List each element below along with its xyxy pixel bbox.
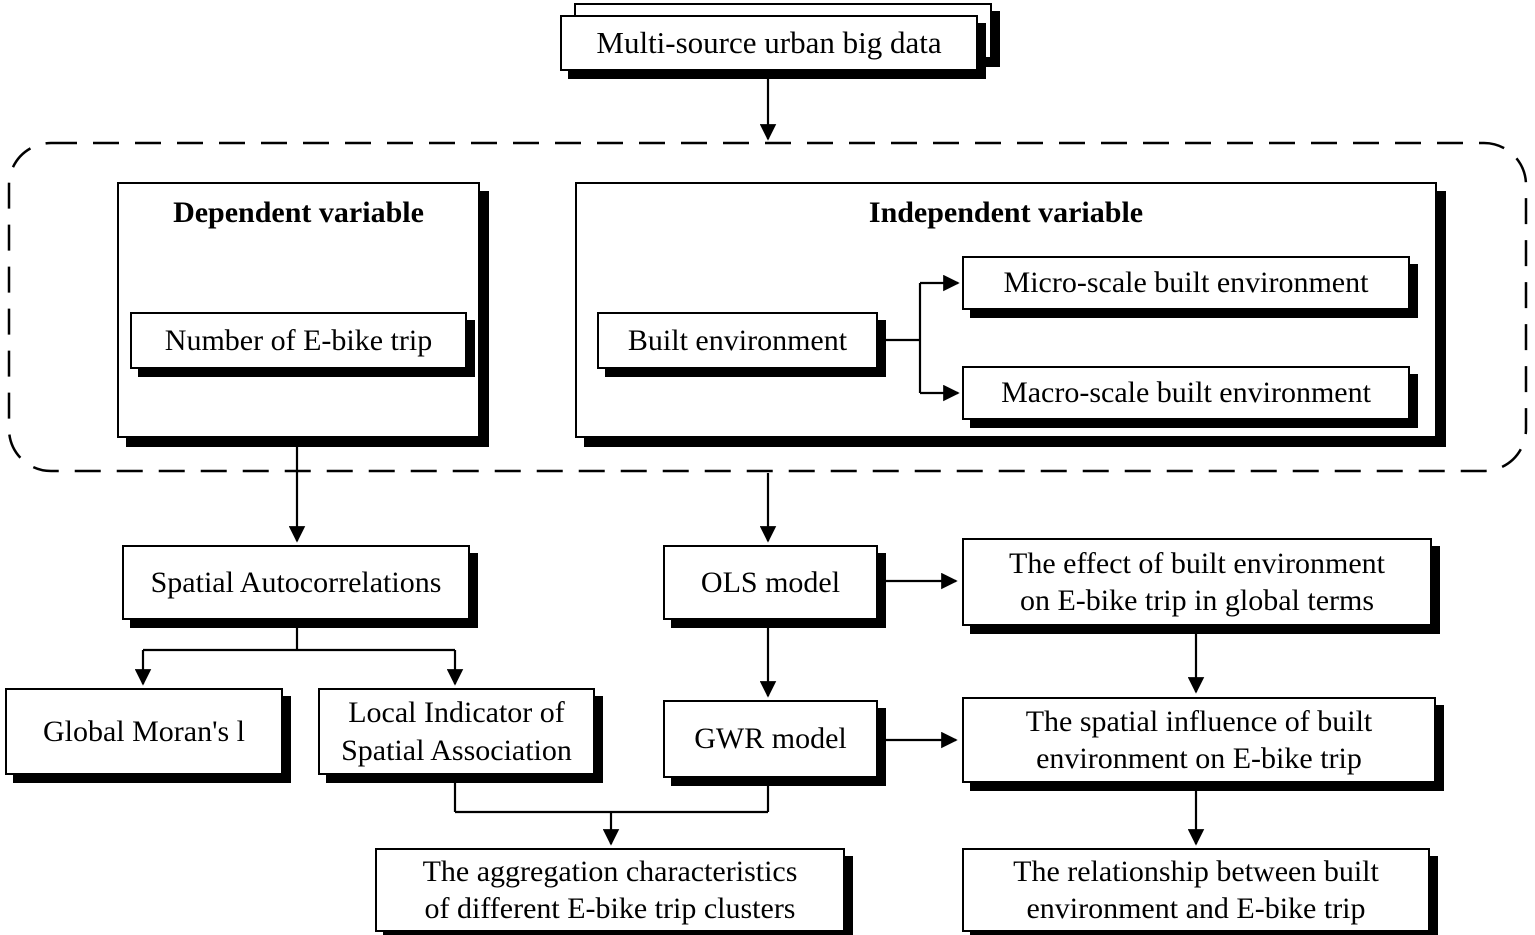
- node-dependent-variable: Dependent variable: [117, 182, 480, 438]
- node-gwr-model: GWR model: [663, 700, 878, 778]
- dependent-variable-title: Dependent variable: [173, 196, 424, 229]
- independent-variable-title: Independent variable: [868, 196, 1144, 229]
- node-global-morans: Global Moran's l: [5, 688, 283, 775]
- node-relationship: The relationship between built environme…: [962, 848, 1430, 932]
- node-ols-model: OLS model: [663, 545, 878, 620]
- node-gwr-influence: The spatial influence of built environme…: [962, 697, 1436, 783]
- node-built-environment: Built environment: [597, 312, 878, 369]
- node-macro-scale-built-environment: Macro-scale built environment: [962, 366, 1410, 420]
- node-spatial-autocorrelations: Spatial Autocorrelations: [122, 545, 470, 620]
- node-number-of-ebike-trip: Number of E-bike trip: [130, 312, 467, 369]
- node-local-indicator-spatial-association: Local Indicator of Spatial Association: [318, 688, 595, 775]
- node-micro-scale-built-environment: Micro-scale built environment: [962, 256, 1410, 310]
- node-multi-source-data: Multi-source urban big data: [560, 15, 978, 71]
- node-aggregation-characteristics: The aggregation characteristics of diffe…: [375, 848, 845, 932]
- node-ols-effect: The effect of built environment on E-bik…: [962, 538, 1432, 626]
